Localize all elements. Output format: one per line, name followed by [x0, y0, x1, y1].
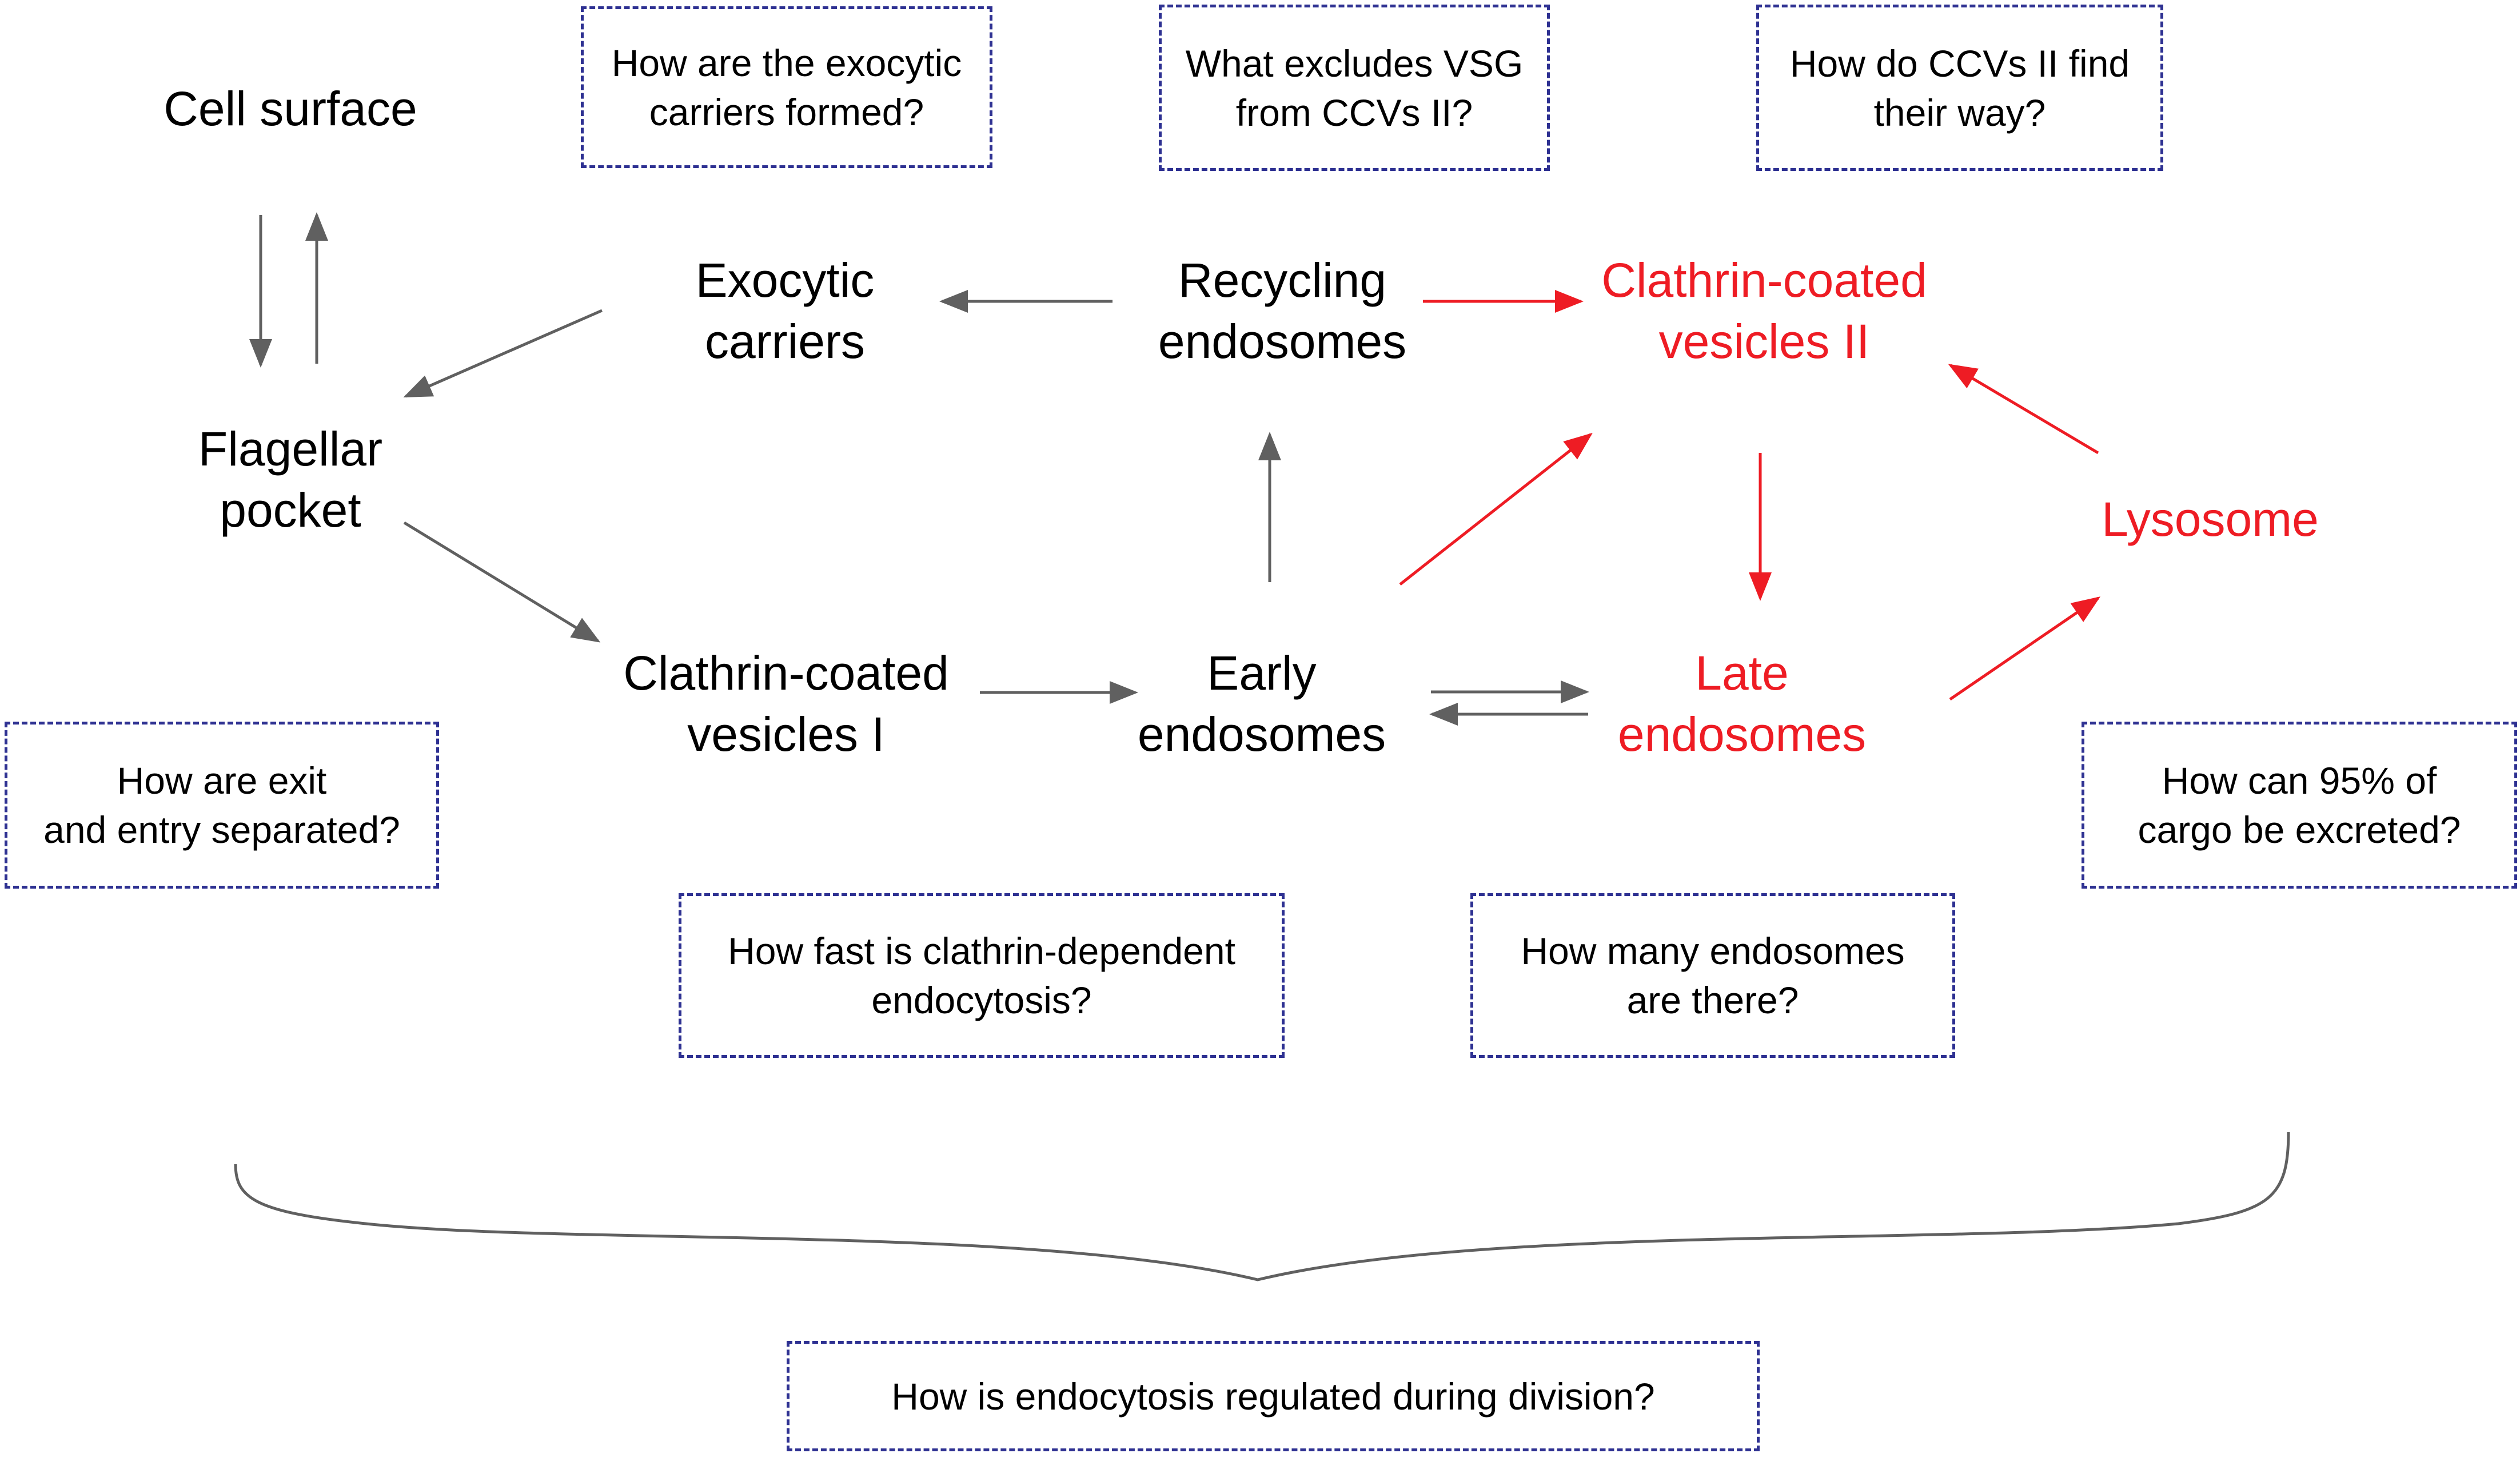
question-line: from CCVs II? [1235, 91, 1473, 134]
node-flagellar-pocket-line-1: Flagellar [198, 422, 383, 476]
question-line: carriers formed? [649, 90, 924, 133]
node-lysosome: Lysosome [2102, 489, 2319, 550]
question-line: How can 95% of [2162, 759, 2437, 802]
question-line: How do CCVs II find [1789, 42, 2130, 85]
curly-brace [234, 1132, 2290, 1281]
node-exocytic-carriers-line-2: carriers [704, 315, 865, 368]
node-recycling-endosomes-line-2: endosomes [1158, 315, 1407, 368]
node-recycling-endosomes: Recycling endosomes [1158, 250, 1406, 372]
node-clathrin-coated-vesicles-i: Clathrin-coated vesicles I [623, 643, 949, 765]
question-clathrin-endocytosis-speed: How fast is clathrin-dependent endocytos… [679, 893, 1285, 1058]
question-exit-entry-separated: How are exit and entry separated? [5, 722, 439, 889]
question-division-regulation: How is endocytosis regulated during divi… [787, 1341, 1760, 1451]
arrow-exocytic-carriers-to-flagellar-pocket [403, 309, 603, 398]
arrow-late-endosomes-to-lysosome [1949, 596, 2101, 701]
node-early-endosomes: Early endosomes [1138, 643, 1386, 765]
question-line: How fast is clathrin-dependent [728, 930, 1235, 972]
node-late-endosomes-line-1: Late [1695, 646, 1789, 700]
question-line: How many endosomes [1521, 930, 1905, 972]
question-line: and entry separated? [43, 809, 400, 851]
node-early-endosomes-line-2: endosomes [1137, 707, 1386, 761]
arrow-early-endosomes-to-ccv-ii [1399, 432, 1593, 586]
question-line: How are exit [117, 759, 327, 802]
node-cell-surface: Cell surface [164, 78, 417, 140]
node-flagellar-pocket: Flagellar pocket [198, 419, 382, 541]
question-line: their way? [1873, 91, 2046, 134]
arrow-lysosome-to-ccv-ii [1948, 364, 2099, 455]
node-early-endosomes-line-1: Early [1207, 646, 1317, 700]
question-line: endocytosis? [871, 979, 1092, 1021]
node-exocytic-carriers: Exocytic carriers [696, 250, 875, 372]
node-recycling-endosomes-line-1: Recycling [1178, 253, 1387, 307]
question-line: are there? [1626, 979, 1799, 1021]
node-ccv-ii-line-2: vesicles II [1658, 315, 1870, 368]
node-exocytic-carriers-line-1: Exocytic [695, 253, 875, 307]
node-ccv-ii-line-1: Clathrin-coated [1601, 253, 1927, 307]
question-line: How are the exocytic [611, 41, 962, 84]
question-line: How is endocytosis regulated during divi… [891, 1375, 1655, 1418]
question-line: What excludes VSG [1185, 42, 1524, 85]
node-cell-surface-line: Cell surface [164, 82, 417, 136]
question-ccvs-find-way: How do CCVs II find their way? [1756, 5, 2163, 171]
question-vsg-excluded: What excludes VSG from CCVs II? [1159, 5, 1550, 171]
node-clathrin-coated-vesicles-ii: Clathrin-coated vesicles II [1601, 250, 1927, 372]
node-late-endosomes: Late endosomes [1618, 643, 1866, 765]
question-line: cargo be excreted? [2138, 809, 2461, 851]
node-lysosome-line: Lysosome [2102, 492, 2319, 546]
node-ccv-i-line-1: Clathrin-coated [623, 646, 949, 700]
node-ccv-i-line-2: vesicles I [687, 707, 885, 761]
question-cargo-excreted: How can 95% of cargo be excreted? [2082, 722, 2517, 889]
node-late-endosomes-line-2: endosomes [1617, 707, 1867, 761]
node-flagellar-pocket-line-2: pocket [220, 483, 361, 537]
question-endosome-count: How many endosomes are there? [1470, 893, 1955, 1058]
arrow-flagellar-pocket-to-ccv-i [403, 521, 601, 643]
question-exocytic-carriers-formed: How are the exocytic carriers formed? [581, 6, 992, 168]
